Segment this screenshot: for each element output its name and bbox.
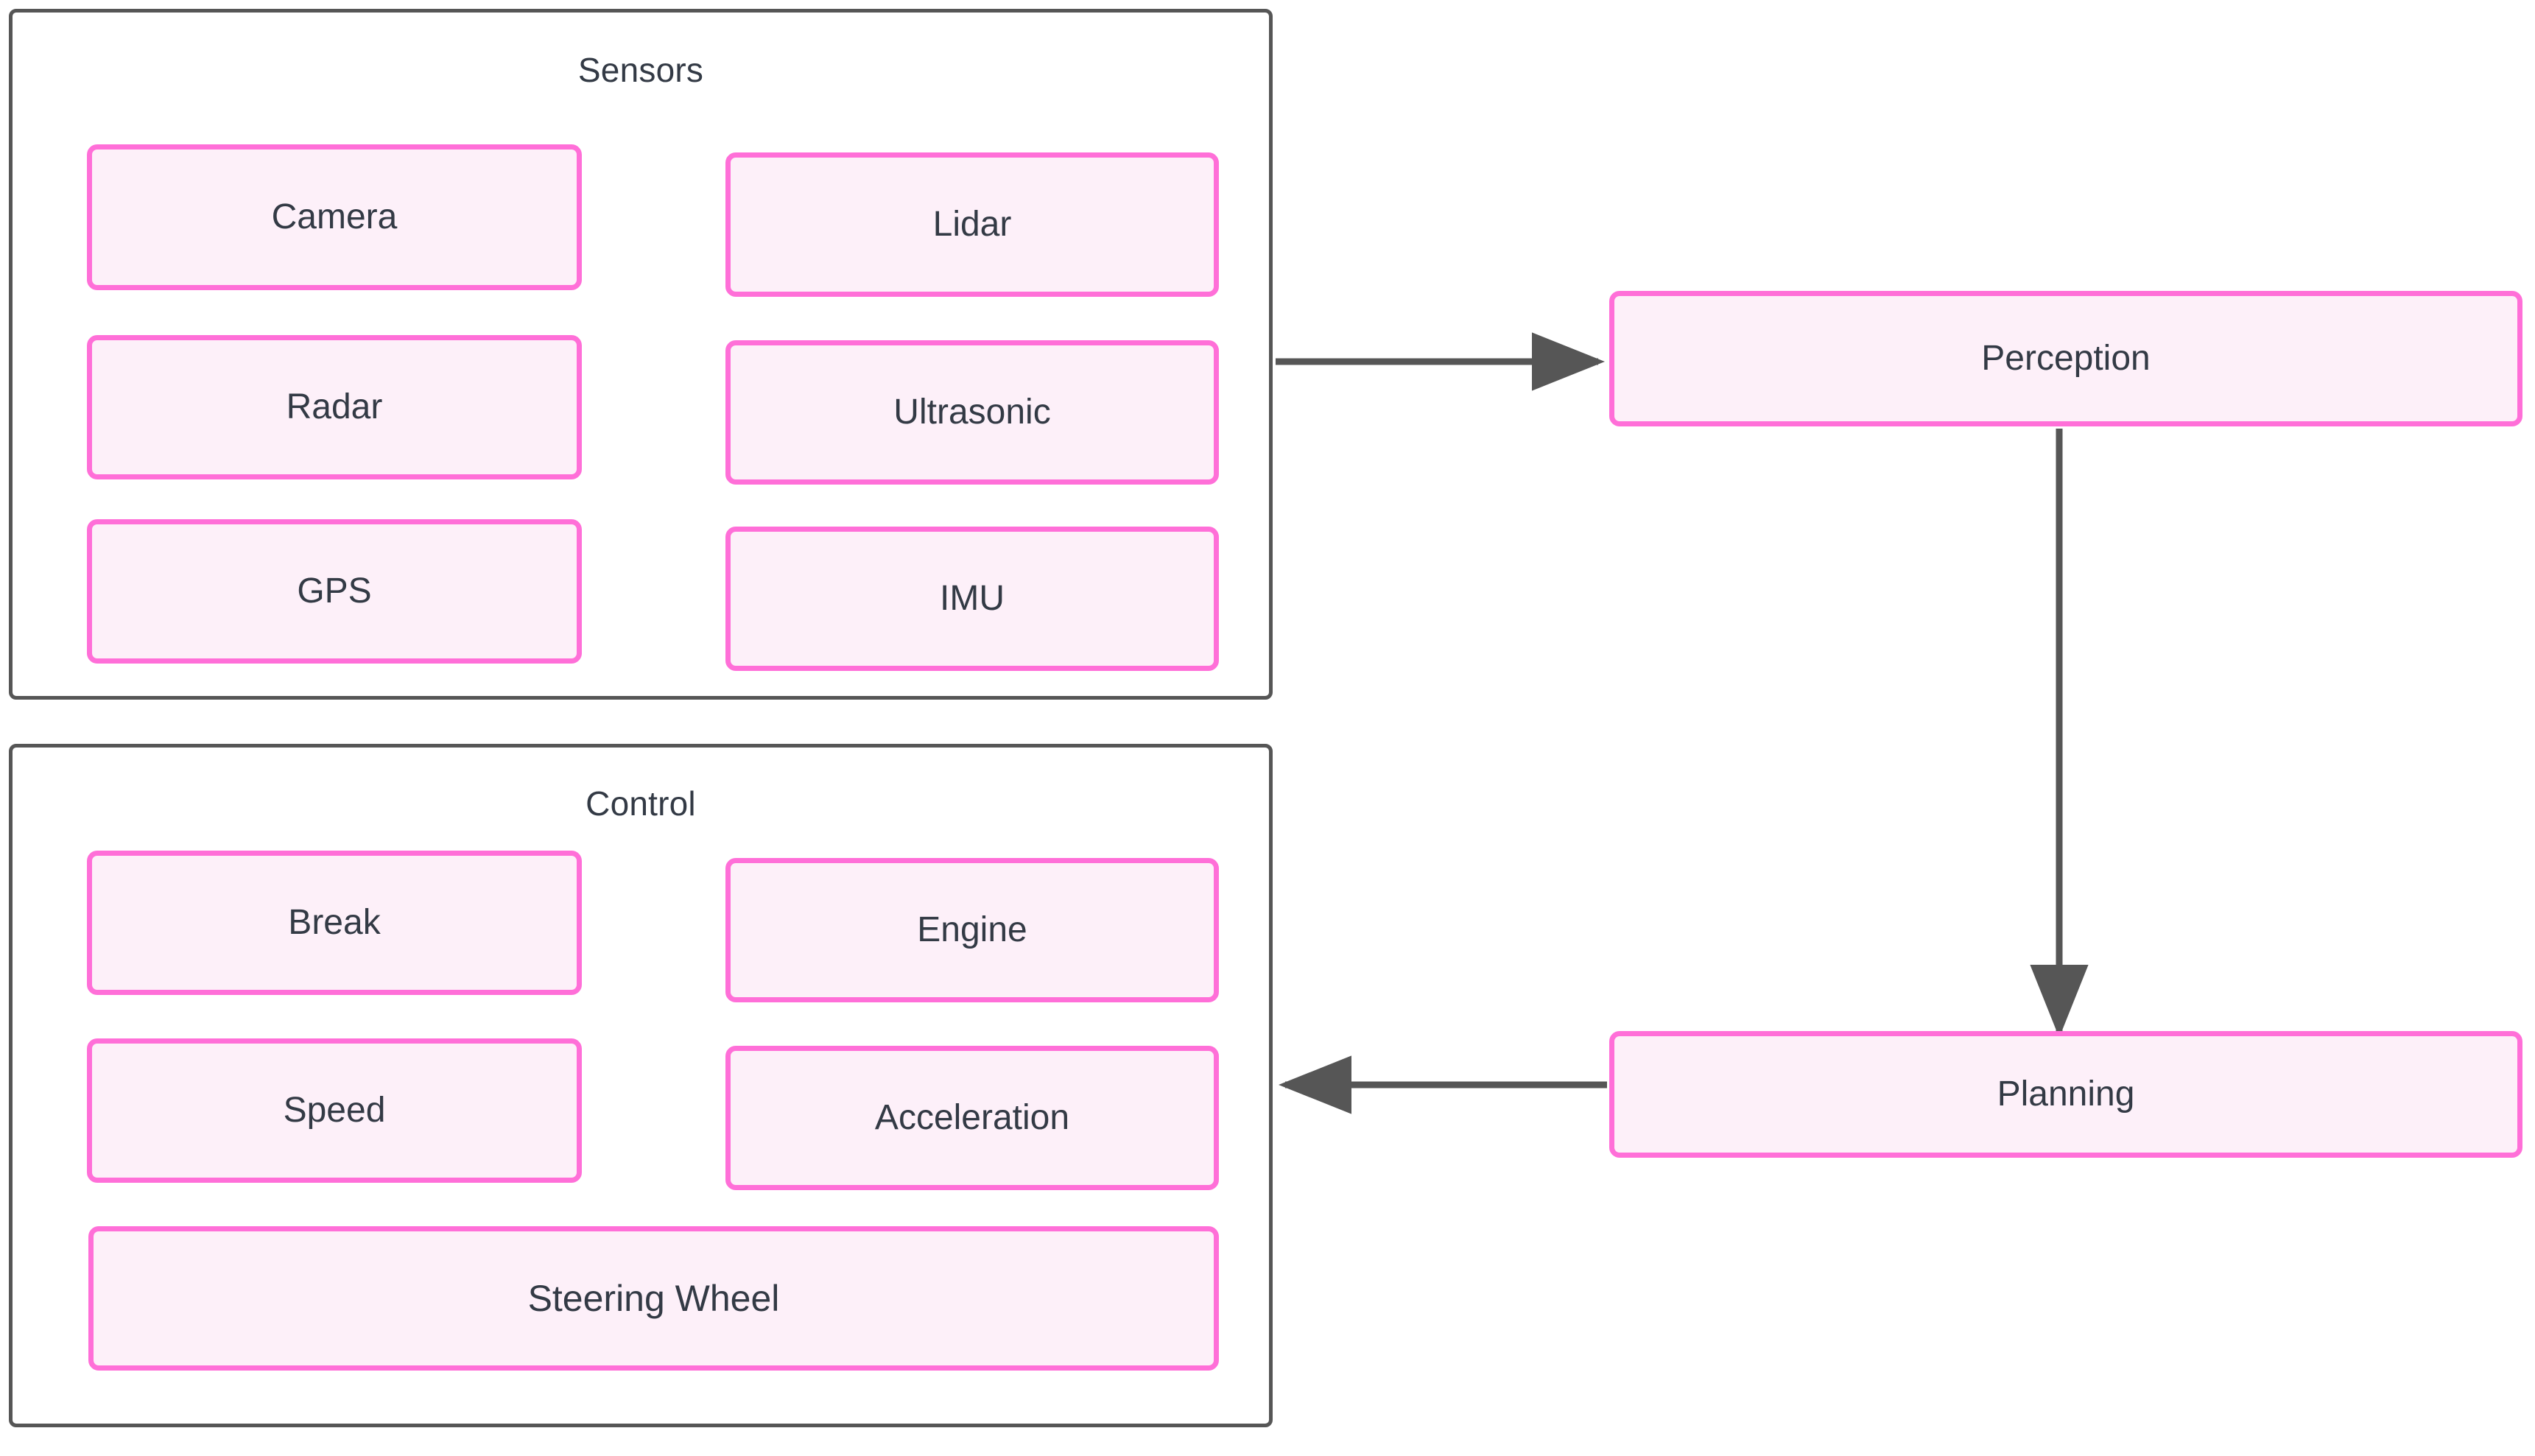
node-engine-label: Engine — [917, 910, 1027, 949]
node-camera[interactable]: Camera — [87, 144, 582, 290]
node-lidar-label: Lidar — [932, 205, 1012, 244]
node-radar[interactable]: Radar — [87, 335, 582, 479]
node-radar-label: Radar — [286, 387, 383, 426]
node-break-label: Break — [288, 903, 381, 942]
node-steering-wheel-label: Steering Wheel — [527, 1278, 780, 1319]
group-control-title: Control — [586, 784, 696, 823]
node-lidar[interactable]: Lidar — [725, 152, 1219, 297]
node-engine[interactable]: Engine — [725, 858, 1219, 1002]
node-ultrasonic[interactable]: Ultrasonic — [725, 340, 1219, 485]
node-ultrasonic-label: Ultrasonic — [893, 393, 1051, 432]
node-acceleration[interactable]: Acceleration — [725, 1046, 1219, 1190]
node-imu-label: IMU — [940, 579, 1005, 618]
group-sensors-title: Sensors — [577, 51, 704, 89]
node-planning[interactable]: Planning — [1609, 1031, 2522, 1158]
node-speed-label: Speed — [283, 1091, 386, 1130]
node-speed[interactable]: Speed — [87, 1038, 582, 1183]
node-gps[interactable]: GPS — [87, 519, 582, 664]
node-break[interactable]: Break — [87, 851, 582, 995]
node-perception-label: Perception — [1981, 339, 2151, 378]
node-planning-label: Planning — [1997, 1075, 2135, 1114]
node-imu[interactable]: IMU — [725, 527, 1219, 671]
node-camera-label: Camera — [271, 197, 398, 236]
node-gps-label: GPS — [297, 572, 372, 611]
node-perception[interactable]: Perception — [1609, 291, 2522, 426]
node-acceleration-label: Acceleration — [874, 1098, 1070, 1137]
node-steering-wheel[interactable]: Steering Wheel — [88, 1226, 1219, 1371]
